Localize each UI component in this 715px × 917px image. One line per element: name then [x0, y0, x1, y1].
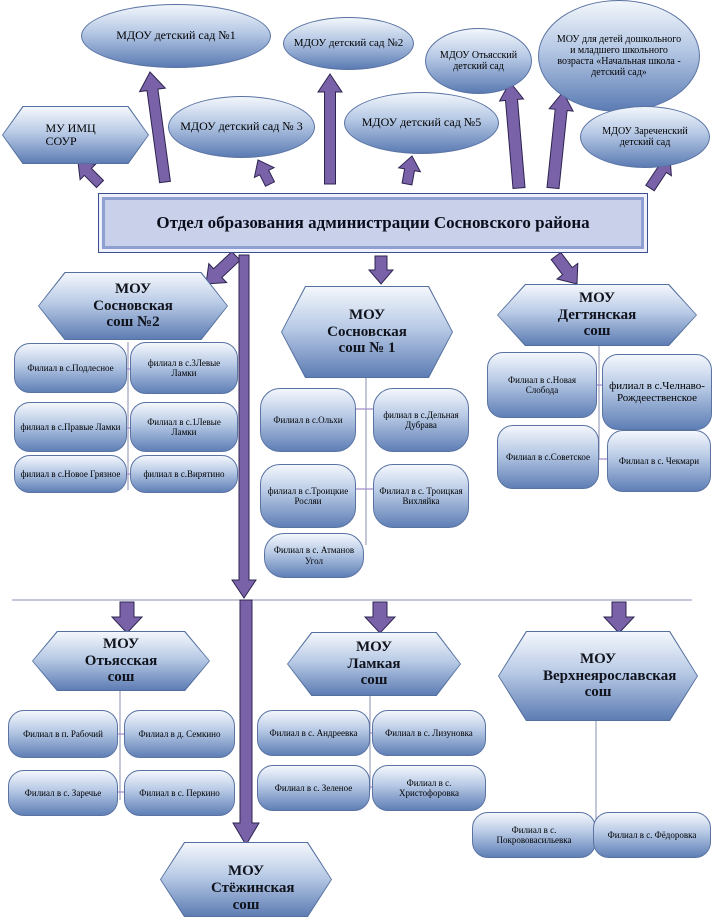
branch-novaya-sloboda[interactable]: Филиал в с.Новая Слобода: [487, 352, 597, 418]
hex-fill: [161, 843, 331, 916]
branch-sovetskoe[interactable]: Филиал в с.Советское: [497, 425, 599, 489]
mu-imc-sour[interactable]: МУ ИМЦ СОУР: [2, 106, 149, 164]
arrow-to-verkhneyaroslav: [602, 601, 636, 634]
hex-fill: [282, 287, 452, 377]
mou-primary-school-kindergarten[interactable]: МОУ для детей дошкольного и младшего шко…: [538, 0, 700, 112]
school-name: МОУ Отьясская сош: [84, 635, 158, 686]
branch-delnaya-dubrava[interactable]: филиал в с.Дельная Дубрава: [373, 388, 469, 452]
school-name: МОУ Верхнеярославская сош: [543, 650, 677, 701]
branch-lizunovka[interactable]: Филиал в с. Лизуновка: [372, 710, 486, 756]
imc-label: МУ ИМЦ СОУР: [45, 120, 96, 148]
mdou-1[interactable]: МДОУ детский сад №1: [81, 4, 271, 68]
branch-fedorovka[interactable]: Филиал в с. Фёдоровка: [593, 812, 711, 858]
branch-atmanov-ugol[interactable]: Филиал в с. Атманов Угол: [264, 533, 364, 578]
trunk-arrow-lower: [232, 599, 260, 846]
school-degtyanskaya[interactable]: МОУ Дегтянская сош: [497, 284, 697, 346]
school-name: МОУ Стёжинская сош: [211, 863, 295, 913]
mdou-3[interactable]: МДОУ детский сад № 3: [168, 96, 315, 158]
branch-khristoforovka[interactable]: Филиал в с. Христофоровка: [372, 765, 486, 811]
arrow-to-imc: [77, 161, 105, 189]
hex-fill: [33, 632, 209, 690]
branch-1levye-lamki[interactable]: Филиал в с.1Левые Ламки: [130, 402, 238, 452]
hex-fill: [288, 633, 460, 695]
school-name: МОУ Дегтянская сош: [557, 289, 637, 340]
arrow-to-mdou-2: [317, 73, 343, 185]
arrow-to-sosnovskaya-1: [367, 255, 395, 285]
hex-fill: [498, 285, 696, 345]
branch-troitskie-roslyai[interactable]: филиал в с.Троицкие Росляи: [260, 464, 356, 528]
branch-pokrovovasilevka[interactable]: Филиал в с. Покрововасильевка: [472, 812, 596, 858]
branch-chekmari[interactable]: Филиал в с. Чекмари: [607, 430, 711, 492]
school-name: МОУ Ламкая сош: [347, 638, 401, 689]
branch-viryatino[interactable]: филиал в с.Вирятино: [130, 455, 238, 493]
school-verkhneyaroslav[interactable]: МОУ Верхнеярославская сош: [498, 631, 698, 721]
branch-novoe-gryaznoe[interactable]: филиал в с.Новое Грязное: [14, 455, 127, 493]
arrow-to-mdou-3: [253, 159, 276, 187]
school-sosnovskaya-1[interactable]: МОУ Сосновская сош № 1: [281, 286, 453, 378]
school-styozhinskaya[interactable]: МОУ Стёжинская сош: [160, 842, 332, 917]
school-otyasskaya[interactable]: МОУ Отьясская сош: [32, 631, 210, 691]
branch-pravye-lamki[interactable]: филиал в с.Правые Ламки: [14, 402, 127, 452]
school-name: МОУ Сосновская сош № 1: [327, 306, 407, 357]
branch-troitskaya-vikhlyaika[interactable]: Филиал в с. Троицкая Вихляйка: [373, 464, 469, 528]
arrow-to-degtyanskaya: [550, 251, 579, 285]
branch-zarechye[interactable]: Филиал в с. Заречье: [8, 770, 118, 816]
arrow-to-mou-primary: [546, 91, 574, 190]
arrow-to-mdou-5: [397, 155, 422, 186]
branch-olkhi[interactable]: Филиал в с.Ольхи: [260, 388, 356, 452]
branch-perkino[interactable]: Филиал в с. Перкино: [124, 770, 235, 816]
education-department[interactable]: Отдел образования администрации Сосновск…: [98, 193, 648, 253]
school-name: МОУ Сосновская сош №2: [93, 280, 173, 331]
branch-3levye-lamki[interactable]: филиал в с.3Левые Ламки: [130, 342, 238, 394]
branch-chelnavo-rozhdestvenskoe[interactable]: филиал в с.Челнаво-Рождеественское: [602, 354, 712, 430]
branch-zelenoe[interactable]: Филиал в с. Зеленое: [257, 765, 370, 811]
branch-podlesnoe[interactable]: Филиал в с.Подлесное: [14, 343, 127, 393]
hex-fill: [39, 273, 227, 339]
imc-fill: [3, 107, 148, 163]
mdou-otyassky[interactable]: МДОУ Отьясский детский сад: [425, 28, 532, 94]
school-sosnovskaya-2[interactable]: МОУ Сосновская сош №2: [38, 272, 228, 340]
arrow-to-otyasskaya: [110, 601, 144, 634]
branch-andreevka[interactable]: Филиал в с. Андреевка: [257, 710, 370, 756]
school-lamkaya[interactable]: МОУ Ламкая сош: [287, 632, 461, 696]
mdou-5[interactable]: МДОУ детский сад №5: [344, 92, 499, 154]
branch-semkino[interactable]: Филиал в д. Семкино: [124, 710, 235, 758]
mdou-2[interactable]: МДОУ детский сад №2: [283, 17, 414, 70]
branch-rabochy[interactable]: Филиал в п. Рабочий: [8, 710, 118, 758]
arrow-to-mdou-otyassky: [498, 81, 526, 190]
mdou-zarechensky[interactable]: МДОУ Зареченский детский сад: [580, 106, 710, 168]
hex-fill: [499, 632, 697, 720]
arrow-to-lamkaya: [363, 601, 397, 634]
